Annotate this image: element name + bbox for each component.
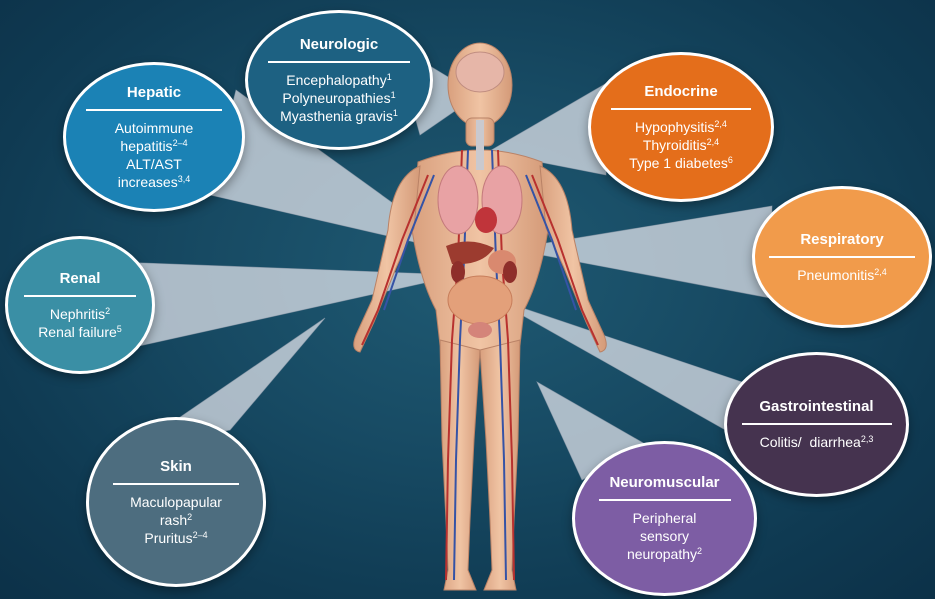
item-line: Polyneuropathies1 xyxy=(280,89,398,107)
trachea-shape xyxy=(476,120,484,170)
bubble-neurologic: Neurologic Encephalopathy1 Polyneuropath… xyxy=(245,10,433,150)
bubble-title: Skin xyxy=(160,458,192,476)
item-line: Pneumonitis2,4 xyxy=(797,266,887,284)
brain-shape xyxy=(456,52,504,92)
item-line: rash2 xyxy=(130,511,222,529)
bubble-skin: Skin Maculopapular rash2 Pruritus2–4 xyxy=(86,417,266,587)
bubble-renal: Renal Nephritis2 Renal failure5 xyxy=(5,236,155,374)
bubble-hepatic: Hepatic Autoimmune hepatitis2–4 ALT/AST … xyxy=(63,62,245,212)
title-divider xyxy=(599,499,731,501)
beam-renal xyxy=(118,262,460,348)
bubble-items: Pneumonitis2,4 xyxy=(797,266,887,284)
item-line: Colitis/ diarrhea2,3 xyxy=(760,433,874,451)
intestines-shape xyxy=(448,276,512,324)
bubble-title: Respiratory xyxy=(800,231,883,249)
item-line: Pruritus2–4 xyxy=(130,529,222,547)
title-divider xyxy=(86,109,222,111)
item-line: Nephritis2 xyxy=(38,305,122,323)
bladder-shape xyxy=(468,322,492,338)
item-line: Autoimmune xyxy=(115,119,194,137)
heart-shape xyxy=(475,207,497,233)
item-line: Hypophysitis2,4 xyxy=(629,118,733,136)
bubble-gastrointestinal: Gastrointestinal Colitis/ diarrhea2,3 xyxy=(724,352,909,497)
bubble-neuromuscular: Neuromuscular Peripheral sensory neuropa… xyxy=(572,441,757,596)
bubble-items: Autoimmune hepatitis2–4 ALT/AST increase… xyxy=(115,119,194,191)
item-line: Renal failure5 xyxy=(38,323,122,341)
title-divider xyxy=(769,256,915,258)
bubble-endocrine: Endocrine Hypophysitis2,4 Thyroiditis2,4… xyxy=(588,52,774,202)
item-line: Type 1 diabetes6 xyxy=(629,154,733,172)
bubble-title: Neuromuscular xyxy=(609,474,719,492)
title-divider xyxy=(742,423,892,425)
bubble-title: Hepatic xyxy=(127,84,181,102)
item-line: hepatitis2–4 xyxy=(115,137,194,155)
item-line: Thyroiditis2,4 xyxy=(629,136,733,154)
title-divider xyxy=(24,295,136,297)
bubble-items: Nephritis2 Renal failure5 xyxy=(38,305,122,341)
bubble-respiratory: Respiratory Pneumonitis2,4 xyxy=(752,186,932,328)
item-line: Peripheral xyxy=(627,509,702,527)
item-line: sensory xyxy=(627,527,702,545)
bubble-items: Hypophysitis2,4 Thyroiditis2,4 Type 1 di… xyxy=(629,118,733,172)
title-divider xyxy=(113,483,239,485)
bubble-items: Encephalopathy1 Polyneuropathies1 Myasth… xyxy=(280,71,398,125)
bubble-title: Neurologic xyxy=(300,36,378,54)
item-line: Maculopapular xyxy=(130,493,222,511)
item-line: neuropathy2 xyxy=(627,545,702,563)
bubble-title: Gastrointestinal xyxy=(759,398,873,416)
bubble-title: Renal xyxy=(60,270,101,288)
right-kidney-shape xyxy=(503,261,517,283)
left-lung-shape xyxy=(438,166,478,234)
item-line: increases3,4 xyxy=(115,173,194,191)
bubble-items: Maculopapular rash2 Pruritus2–4 xyxy=(130,493,222,547)
item-line: ALT/AST xyxy=(115,155,194,173)
beam-gastrointestinal xyxy=(490,297,752,445)
title-divider xyxy=(268,61,410,63)
item-line: Encephalopathy1 xyxy=(280,71,398,89)
bubble-title: Endocrine xyxy=(644,83,717,101)
bubble-items: Colitis/ diarrhea2,3 xyxy=(760,433,874,451)
item-line: Myasthenia gravis1 xyxy=(280,107,398,125)
bubble-items: Peripheral sensory neuropathy2 xyxy=(627,509,702,563)
title-divider xyxy=(611,108,751,110)
